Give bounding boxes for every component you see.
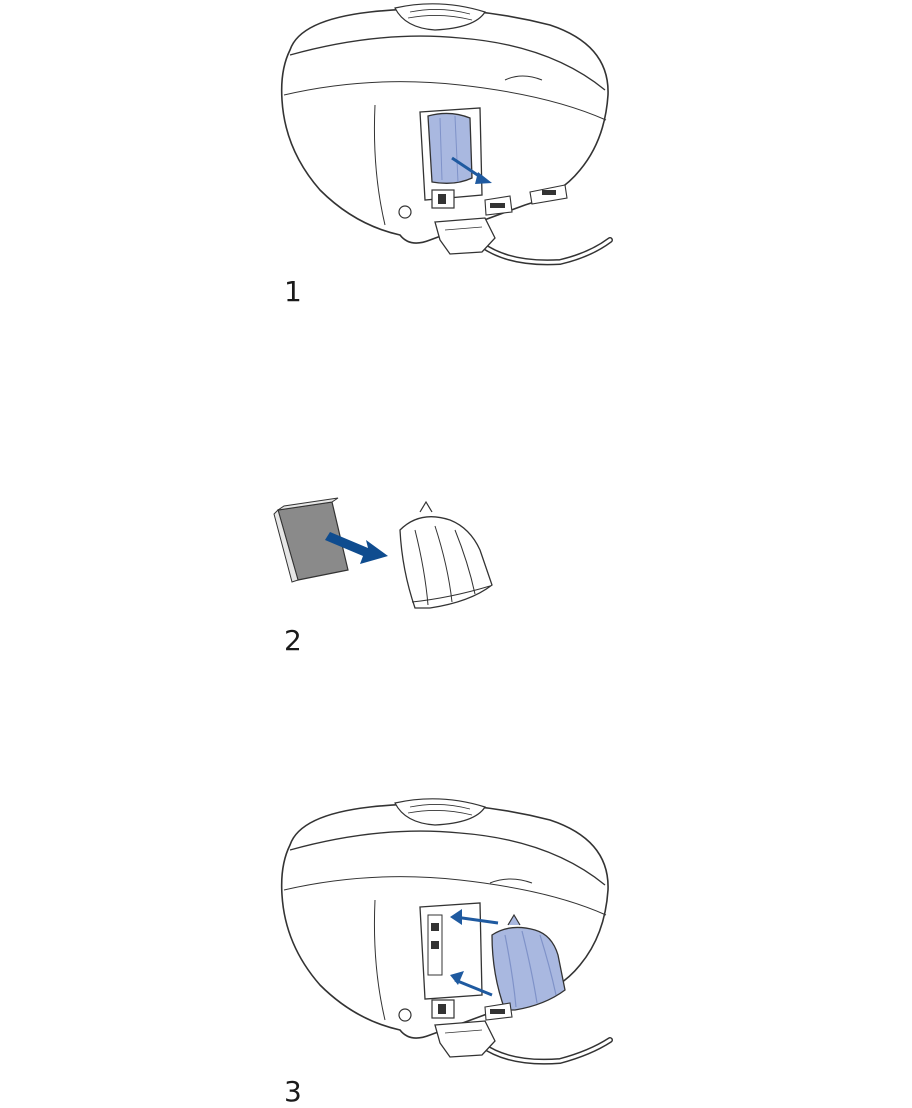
step-number: 1 — [284, 278, 302, 306]
step-number: 2 — [284, 627, 302, 655]
step-3: 3 — [0, 795, 912, 1097]
device-attach-cover-icon — [260, 795, 620, 1070]
step-2: 2 — [0, 490, 912, 660]
device-remove-cover-icon — [260, 0, 620, 275]
step-1: 1 — [0, 0, 912, 320]
step-number: 3 — [284, 1078, 302, 1106]
filter-insert-icon — [270, 490, 510, 620]
